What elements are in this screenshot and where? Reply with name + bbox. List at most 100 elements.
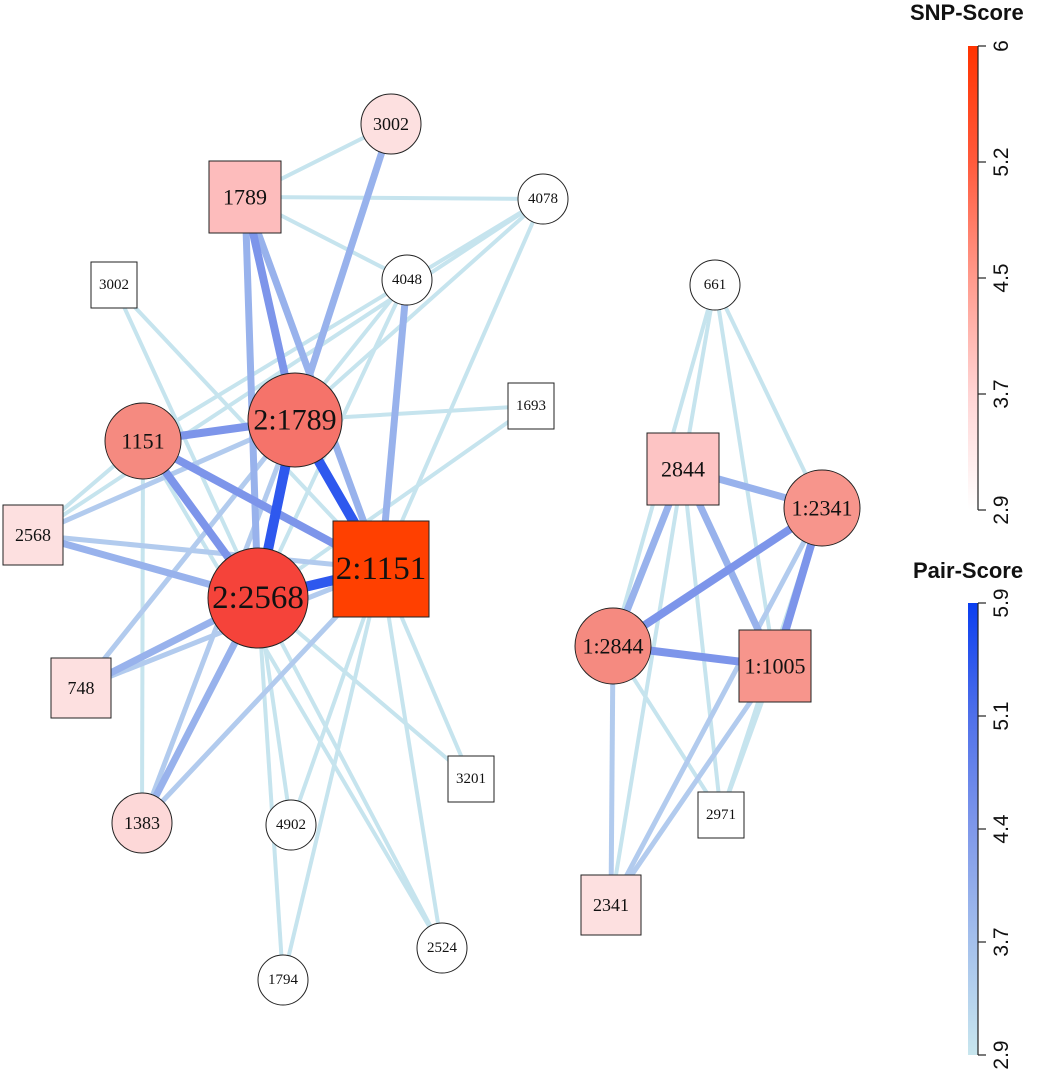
node-shape-n1794 [257,954,309,1006]
edge-n4078-n2_1789 [293,197,545,422]
node-shape-n4902 [265,799,317,851]
pair-score-legend: Pair-Score 5.9 5.1 4.4 3.7 2.9 [900,555,1045,1076]
snp-score-tick-label-3: 3.7 [990,379,1013,408]
edge-n2524-n2_1151 [379,568,444,949]
node-shape-n1151 [104,402,182,480]
pair-score-gradient-bar [968,603,978,1055]
node-shape-n2_1151 [332,520,430,618]
node-n2_1151: 2:1151 [332,520,430,618]
node-shape-n1693 [507,382,555,430]
node-shape-n3002c [360,93,422,155]
node-label-n748: 748 [68,678,95,698]
snp-score-tick-label-0: 6 [990,40,1013,52]
edge-n2568-n4078 [31,197,545,537]
snp-score-tick-label-4: 2.9 [990,495,1013,524]
node-label-n1_2341: 1:2341 [791,496,852,521]
node-shape-n1_2341 [783,469,861,547]
node-shape-n2341 [580,874,642,936]
node-n1_2844: 1:2844 [574,607,652,685]
node-label-n1_2844: 1:2844 [582,634,643,659]
node-label-n1151: 1151 [121,429,164,454]
edge-n1693-n2_2568 [256,404,533,600]
pair-score-tick-label-3: 3.7 [990,927,1013,956]
edge-n4078-n2_1151 [379,198,545,570]
node-shape-n4048 [381,254,433,306]
edge-n2341-n2844 [609,468,685,906]
node-n2341: 2341 [580,874,642,936]
node-shape-n2_2568 [207,547,309,649]
edge-n2524-n1151 [141,439,444,950]
node-shape-n1_1005 [738,629,812,703]
node-n2_1789: 2:1789 [247,372,343,468]
node-n1789s: 1789 [208,160,282,234]
pair-score-tick-label-2: 4.4 [990,814,1013,844]
node-label-n2341: 2341 [593,895,629,915]
edge-n2524-n2_2568 [256,597,444,949]
node-label-n661: 661 [704,277,727,293]
node-shape-n661 [689,259,741,311]
edge-n3002s-n2_2568 [112,284,260,599]
edge-n661-n1_2341 [713,284,824,509]
node-n3002s: 3002 [90,261,138,309]
node-label-n4902: 4902 [276,817,306,833]
node-shape-n2844 [646,432,720,506]
node-label-n1_1005: 1:1005 [744,654,805,679]
snp-score-title: SNP-Score [910,0,1024,25]
node-label-n2524: 2524 [427,940,458,956]
snp-score-colorbar: 6 5.2 4.5 3.7 2.9 [968,40,1013,525]
node-n2524: 2524 [416,922,468,974]
node-label-n1693: 1693 [516,398,546,414]
node-n3201: 3201 [447,755,495,803]
edge-n2568-n2_1151 [32,532,382,572]
edge-n1789s-n2_2568 [241,196,262,599]
node-shape-n2971 [697,791,745,839]
node-shape-n748 [50,657,112,719]
node-shape-n1_2844 [574,607,652,685]
pair-score-tick-label-4: 2.9 [990,1040,1013,1069]
edge-n2341-n1_2844 [608,645,616,906]
node-layer: 3002 1789 4078 3002 4048 1693 1151 2:1789 2568 2:… [2,93,861,1006]
node-label-n3002c: 3002 [373,114,409,134]
edge-n1_2844-n1_2341 [610,504,825,650]
edge-n661-n1_1005 [713,284,777,667]
node-n748: 748 [50,657,112,719]
edge-n2341-n1_1005 [608,664,778,907]
node-n2_2568: 2:2568 [207,547,309,649]
node-shape-n2568 [2,504,64,566]
node-n1_2341: 1:2341 [783,469,861,547]
snp-score-gradient-bar [968,46,978,510]
node-n1693: 1693 [507,382,555,430]
node-shape-n2524 [416,922,468,974]
node-label-n2971: 2971 [706,807,736,823]
edge-n4078-n1151 [141,197,545,443]
node-n2844: 2844 [646,432,720,506]
snp-score-tick-label-1: 5.2 [990,147,1013,176]
edge-n1383-n1151 [140,440,145,824]
node-n2568: 2568 [2,504,64,566]
pair-score-title: Pair-Score [913,558,1024,583]
edge-n2341-n1_2341 [608,506,825,907]
node-n1383: 1383 [111,792,173,854]
edge-n3002c-n2_1789 [291,122,395,422]
edge-n748-n2_1789 [79,418,297,690]
node-label-n1789s: 1789 [223,185,267,210]
snp-score-tick-label-2: 4.5 [990,263,1013,292]
node-shape-n4078 [517,173,569,225]
pair-score-colorbar: 5.9 5.1 4.4 3.7 2.9 [968,588,1013,1070]
node-n4048: 4048 [381,254,433,306]
pair-score-tick-label-1: 5.1 [990,701,1013,730]
edge-n1794-n2_1151 [281,568,383,981]
pair-score-tick-label-0: 5.9 [990,588,1013,617]
node-n1151: 1151 [104,402,182,480]
node-n1_1005: 1:1005 [738,629,812,703]
node-label-n3002s: 3002 [99,277,129,293]
edge-n1794-n2_2568 [256,597,285,981]
node-label-n2844: 2844 [661,457,705,482]
node-shape-n1789s [208,160,282,234]
network-graph: 3002 1789 4078 3002 4048 1693 1151 2:1789 2568 2:… [2,93,861,1006]
node-n661: 661 [689,259,741,311]
node-n4078: 4078 [517,173,569,225]
node-label-n2_1151: 2:1151 [336,551,426,587]
node-label-n2568: 2568 [15,525,51,545]
node-n1794: 1794 [257,954,309,1006]
